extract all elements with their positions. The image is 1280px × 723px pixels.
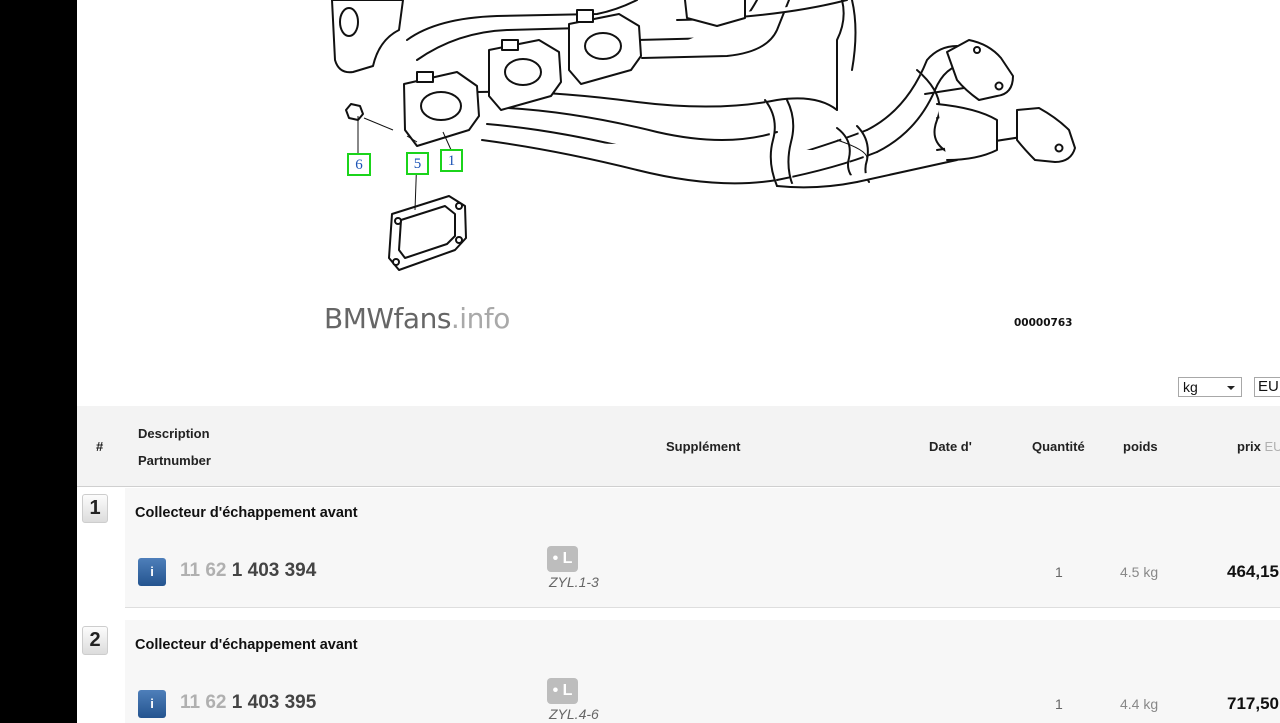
part-number-main: 1 403 395 [231, 692, 317, 713]
callout-5[interactable]: 5 [406, 152, 429, 175]
brand-watermark: BMWfans.info [324, 302, 510, 335]
parts-diagram: 6 5 1 BMWfans.info 00000763 [77, 0, 1280, 360]
header-price: prix EUR [1237, 439, 1280, 454]
header-number: # [96, 439, 104, 454]
part-number-prefix: 11 62 [180, 560, 227, 581]
part-description: Collecteur d'échappement avant [135, 505, 358, 521]
supplement-badge: • L [547, 546, 578, 572]
brand-suffix: .info [450, 302, 510, 335]
table-row: Collecteur d'échappement avant i 11 62 1… [125, 488, 1280, 608]
header-supplement: Supplément [666, 439, 741, 454]
exhaust-manifold-drawing [331, 0, 1076, 271]
price: 464,15 [1227, 562, 1279, 581]
weight-unit-select[interactable]: kg [1178, 377, 1242, 397]
supplement-badge: • L [547, 678, 578, 704]
part-number-prefix: 11 62 [180, 692, 227, 713]
parts-table-header: # Description Partnumber Supplément Date… [77, 406, 1280, 487]
dropdown-arrow-icon [1227, 386, 1235, 390]
currency-value: EUR [1258, 378, 1280, 395]
part-description: Collecteur d'échappement avant [135, 637, 358, 653]
table-row: Collecteur d'échappement avant i 11 62 1… [125, 620, 1280, 723]
header-price-label: prix [1237, 439, 1261, 454]
parts-page: 6 5 1 BMWfans.info 00000763 kg EUR # Des… [77, 0, 1280, 723]
quantity: 1 [1055, 564, 1063, 580]
weight-unit-value: kg [1183, 379, 1198, 395]
info-button[interactable]: i [138, 558, 166, 586]
weight: 4.4 kg [1120, 696, 1159, 712]
supplement-note: ZYL.1-3 [549, 574, 599, 590]
weight: 4.5 kg [1120, 564, 1159, 580]
quantity: 1 [1055, 696, 1063, 712]
currency-select[interactable]: EUR [1254, 377, 1280, 397]
header-partnumber: Partnumber [138, 453, 211, 468]
header-weight: poids [1123, 439, 1158, 454]
diagram-code: 00000763 [1014, 317, 1073, 329]
header-date: Date d' [929, 439, 972, 454]
header-quantity: Quantité [1032, 439, 1085, 454]
header-description: Description [138, 426, 210, 441]
price: 717,50 [1227, 694, 1279, 713]
supplement-note: ZYL.4-6 [549, 706, 599, 722]
row-number-badge: 1 [82, 494, 108, 523]
info-button[interactable]: i [138, 690, 166, 718]
part-number[interactable]: 11 62 1 403 395 [180, 692, 316, 714]
brand-main: BMWfans [324, 302, 451, 335]
row-number-badge: 2 [82, 626, 108, 655]
callout-6[interactable]: 6 [347, 153, 371, 176]
callout-1[interactable]: 1 [440, 149, 463, 172]
part-number[interactable]: 11 62 1 403 394 [180, 560, 316, 582]
part-number-main: 1 403 394 [231, 560, 317, 581]
header-price-unit: EUR [1264, 439, 1280, 454]
